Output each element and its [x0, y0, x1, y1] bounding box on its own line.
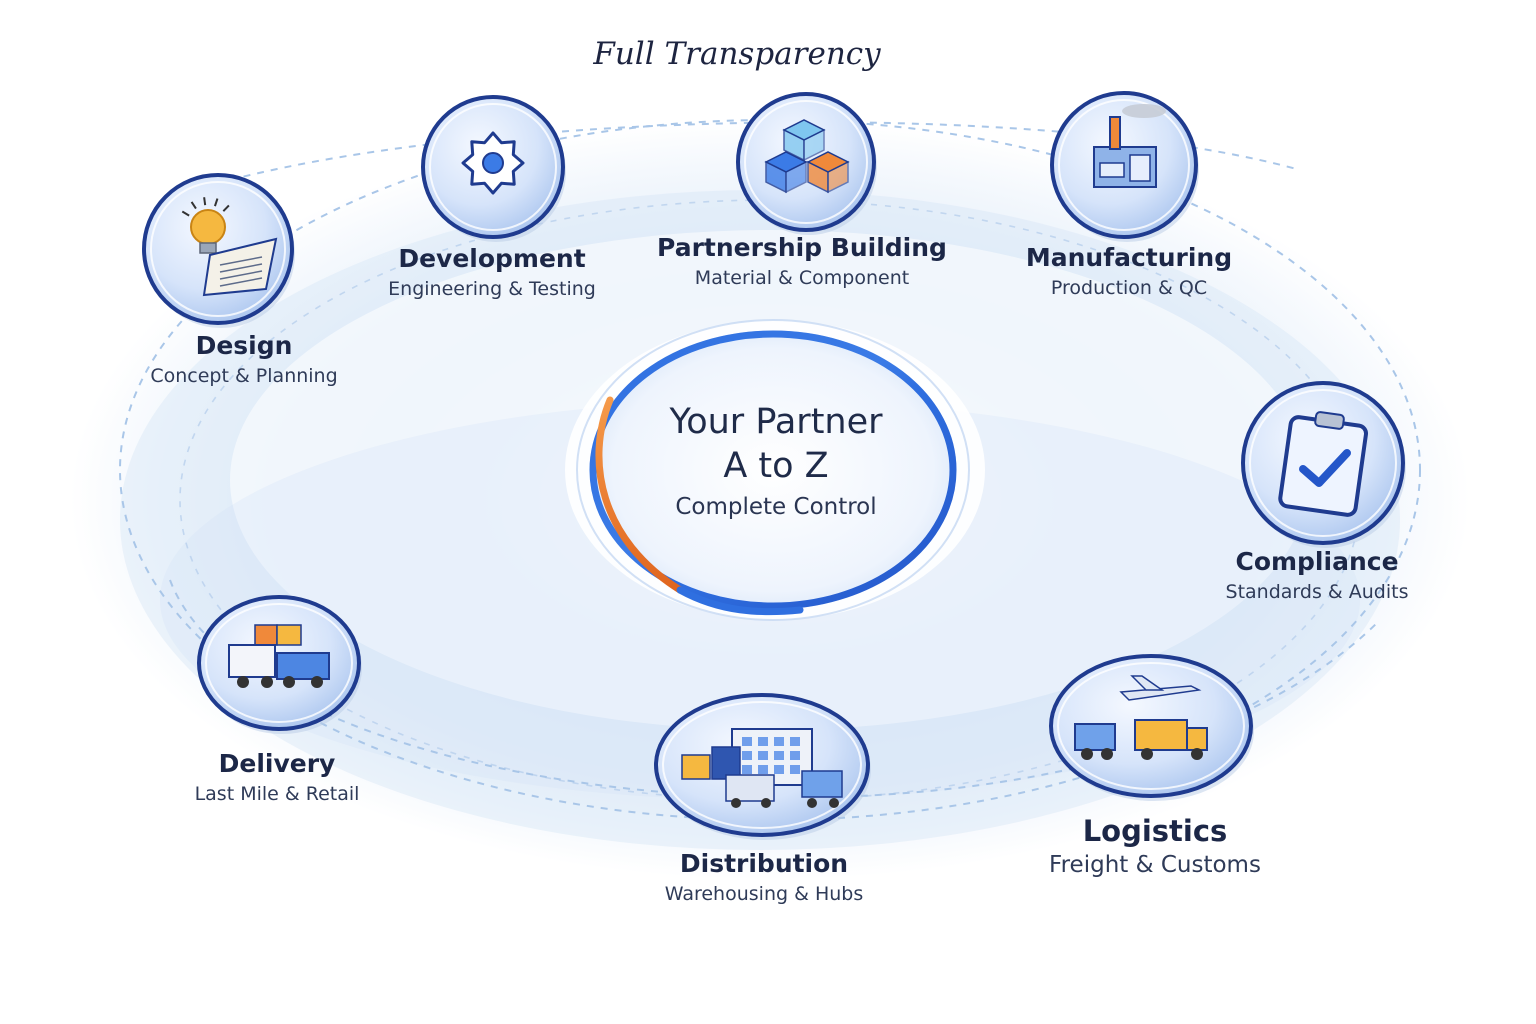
delivery-subtitle: Last Mile & Retail [194, 783, 360, 805]
compliance-title: Compliance [1235, 547, 1399, 576]
manufacturing-title: Manufacturing [1025, 243, 1233, 272]
center-line-2: A to Z [723, 446, 829, 486]
logistics-subtitle: Freight & Customs [1049, 852, 1261, 878]
logistics-title: Logistics [1082, 814, 1228, 848]
delivery-node [197, 595, 362, 734]
center-ring [565, 319, 985, 621]
center-line-3: Complete Control [675, 494, 877, 520]
distribution-title: Distribution [679, 849, 849, 878]
cubes-icon [764, 119, 850, 194]
center-label: Your Partner A to Z Complete Control [669, 400, 882, 522]
logistics-node [1049, 654, 1254, 801]
warehouse-icon [681, 728, 843, 808]
distribution-subtitle: Warehousing & Hubs [664, 883, 864, 905]
partnership-subtitle: Material & Component [694, 267, 910, 289]
design-subtitle: Concept & Planning [150, 365, 338, 387]
development-subtitle: Engineering & Testing [388, 278, 596, 300]
partnership-node [736, 92, 877, 235]
distribution-node [654, 693, 871, 840]
delivery-truck-icon [228, 624, 330, 688]
compliance-node [1241, 381, 1406, 548]
diagram-title: Full Transparency [593, 36, 881, 72]
gear-icon [461, 131, 525, 195]
design-title: Design [195, 331, 293, 360]
design-node [142, 173, 295, 328]
manufacturing-subtitle: Production & QC [1050, 277, 1208, 299]
delivery-title: Delivery [218, 749, 336, 778]
clipboard-check-icon [1278, 411, 1368, 517]
manufacturing-node [1050, 91, 1199, 242]
center-line-1: Your Partner [669, 402, 883, 442]
development-node [421, 95, 566, 242]
development-title: Development [398, 244, 586, 273]
plane-truck-icon [1074, 675, 1208, 760]
lightbulb-notebook-icon [181, 197, 278, 297]
factory-icon [1093, 104, 1166, 188]
partnership-title: Partnership Building [657, 233, 947, 262]
compliance-subtitle: Standards & Audits [1225, 581, 1409, 603]
